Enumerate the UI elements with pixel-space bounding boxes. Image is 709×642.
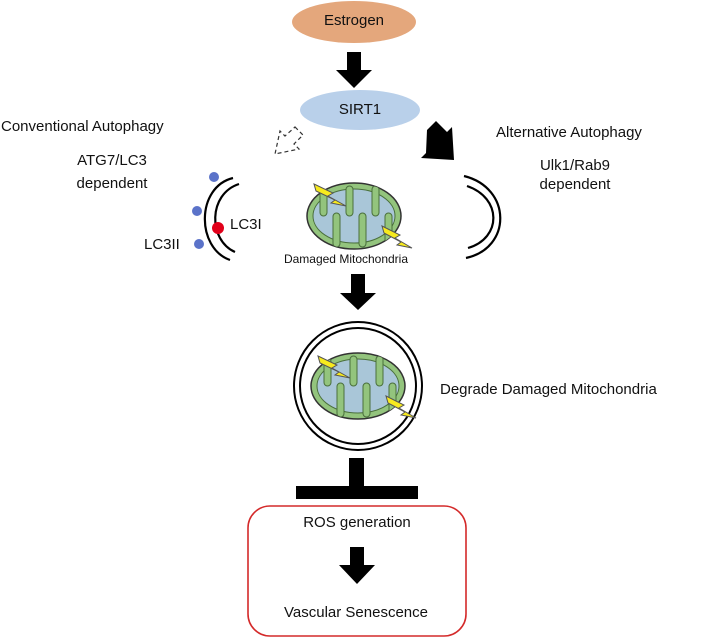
inhibition-stem (349, 458, 364, 490)
arrow-to-alternative (421, 121, 454, 160)
damaged-mitochondria-label: Damaged Mitochondria (283, 252, 409, 266)
autolysosome-inner (299, 327, 417, 445)
engulfed-mitochondrion (310, 352, 417, 420)
lc3-blue-dot (194, 239, 204, 249)
lc3-blue-dot (209, 172, 219, 182)
sirt1-node (300, 90, 420, 130)
lc3i-red-dot (212, 222, 224, 234)
lc3ii-label: LC3II (144, 236, 180, 253)
inhibition-bar (296, 486, 418, 499)
conventional-autophagosome-membrane (203, 176, 234, 262)
alternative-autophagy-title: Alternative Autophagy (496, 124, 642, 141)
alternative-autophagy-line1: Ulk1/Rab9 (539, 157, 611, 174)
arrow-ros-to-senescence (339, 547, 375, 584)
conventional-autophagosome-membrane-inner (214, 182, 240, 254)
lightning-icon (317, 355, 351, 379)
alternative-autophagy-line2: dependent (539, 176, 611, 193)
autolysosome-outer (293, 321, 423, 451)
conventional-autophagy-line1: ATG7/LC3 (77, 152, 147, 169)
lc3i-label: LC3I (230, 216, 262, 233)
vascular-senescence-label: Vascular Senescence (284, 604, 428, 621)
lightning-icon (313, 183, 347, 207)
ros-generation-label: ROS generation (303, 514, 411, 531)
alternative-autophagosome-membrane-inner (466, 184, 495, 250)
arrow-estrogen-to-sirt1 (336, 52, 372, 88)
estrogen-node (292, 1, 416, 43)
conventional-autophagy-title: Conventional Autophagy (1, 118, 164, 135)
degrade-mitochondria-label: Degrade Damaged Mitochondria (440, 381, 657, 398)
conventional-autophagy-line2: dependent (76, 175, 148, 192)
estrogen-label: Estrogen (323, 12, 385, 29)
outcome-box (247, 505, 467, 637)
alternative-autophagosome-membrane (463, 174, 502, 260)
lightning-icon (381, 225, 413, 249)
lc3-blue-dot (192, 206, 202, 216)
lightning-icon (385, 395, 417, 419)
dashed-arrow-to-conventional (274, 126, 304, 155)
sirt1-label: SIRT1 (338, 101, 382, 118)
damaged-mitochondrion (306, 182, 413, 250)
arrow-to-degradation (340, 274, 376, 310)
